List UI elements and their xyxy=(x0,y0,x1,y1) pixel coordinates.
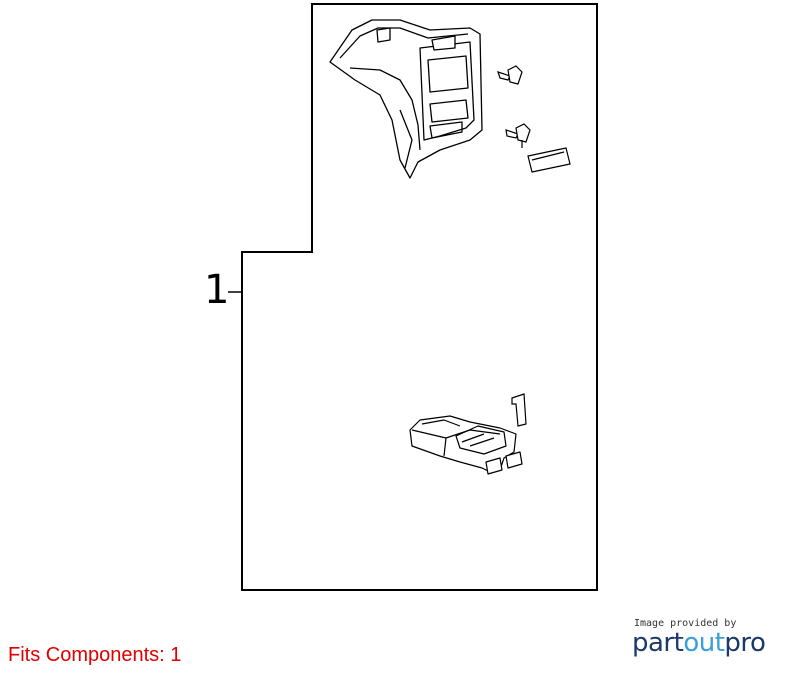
switch-module-part xyxy=(409,415,523,475)
logo-part1: part xyxy=(632,628,684,658)
credit-caption: Image provided by xyxy=(634,618,737,629)
partoutpro-logo: partoutpro xyxy=(632,629,782,658)
callout-number: 1 xyxy=(204,267,230,313)
screw-part-2 xyxy=(505,123,531,148)
diagram-frame xyxy=(241,3,598,591)
logo-part3: pro xyxy=(724,628,766,658)
bracket-part xyxy=(511,393,527,427)
fits-components-text: Fits Components: 1 xyxy=(8,644,181,667)
fits-components-label: Fits Components: xyxy=(8,644,165,666)
clip-part xyxy=(527,147,571,173)
screw-part xyxy=(497,65,523,85)
console-panel-part xyxy=(329,19,483,179)
fits-components-value: 1 xyxy=(170,644,182,666)
image-credit: Image provided by partoutpro xyxy=(632,618,782,658)
logo-part2: out xyxy=(683,628,725,658)
